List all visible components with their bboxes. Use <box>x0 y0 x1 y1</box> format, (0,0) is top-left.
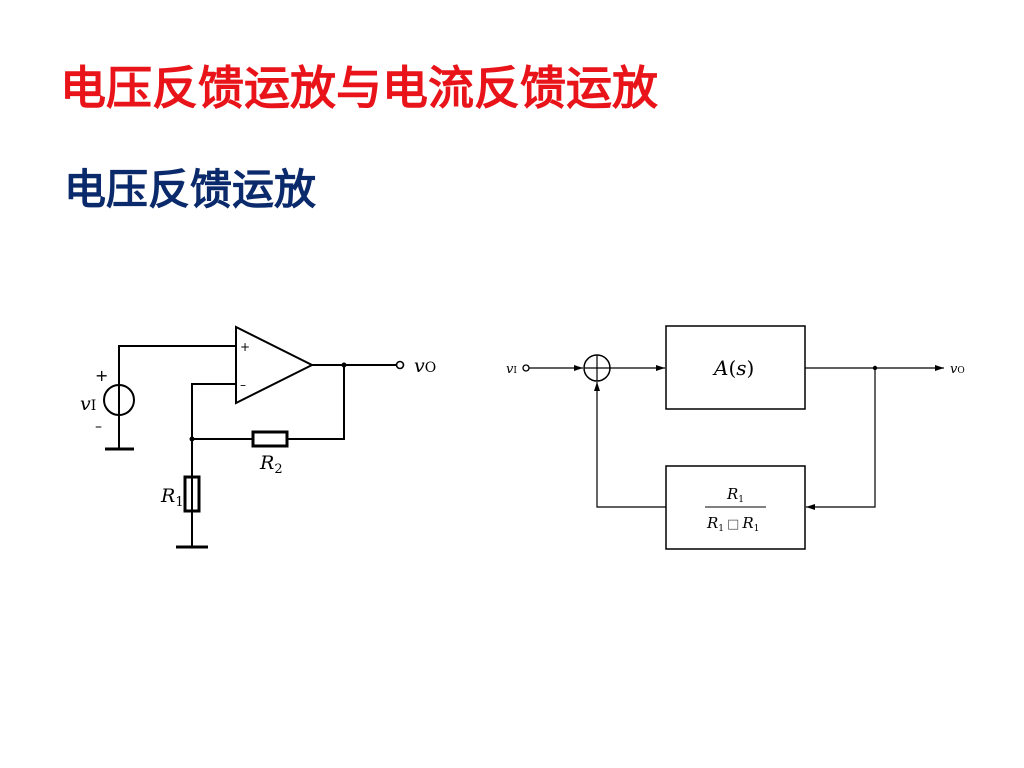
forward-gain-label: A(s) <box>712 356 754 380</box>
op-amp-plus-label: + <box>240 340 250 354</box>
op-amp-circuit <box>103 325 405 549</box>
resistor-r1 <box>183 475 201 513</box>
block-diagram <box>522 325 944 550</box>
bd-output-label: vO <box>950 362 965 377</box>
output-terminal <box>395 360 405 370</box>
output-voltage-label: vO <box>414 355 436 377</box>
op-amp-minus-label: – <box>240 378 246 392</box>
r2-label: R2 <box>259 452 283 477</box>
op-amp-triangle <box>235 325 315 405</box>
bd-input-label: vI <box>506 362 517 377</box>
feedback-numerator: R1 <box>726 485 744 505</box>
feedback-wire <box>192 365 345 440</box>
block-diagram-labels: vI vO A(s) R1 R1□R1 <box>506 356 965 534</box>
junction-dot <box>341 362 347 368</box>
junction-dot <box>189 436 195 442</box>
r1-label: R1 <box>160 485 184 510</box>
source-minus-sign: – <box>95 419 102 435</box>
source-plus-sign: + <box>95 366 108 385</box>
resistor-r2 <box>251 430 289 448</box>
circuit-labels: + – vI + – vO R2 R1 <box>80 340 436 510</box>
source-top-wire <box>118 345 236 385</box>
source-label: vI <box>80 393 96 415</box>
feedback-path-return <box>594 382 666 508</box>
inverting-input-wire <box>191 383 236 547</box>
slide-subtitle: 电压反馈运放 <box>64 165 317 214</box>
feedback-path-out <box>806 368 876 510</box>
input-terminal <box>522 364 530 372</box>
feedback-denominator: R1□R1 <box>706 514 759 534</box>
slide-title: 电压反馈运放与电流反馈运放 <box>60 61 658 115</box>
